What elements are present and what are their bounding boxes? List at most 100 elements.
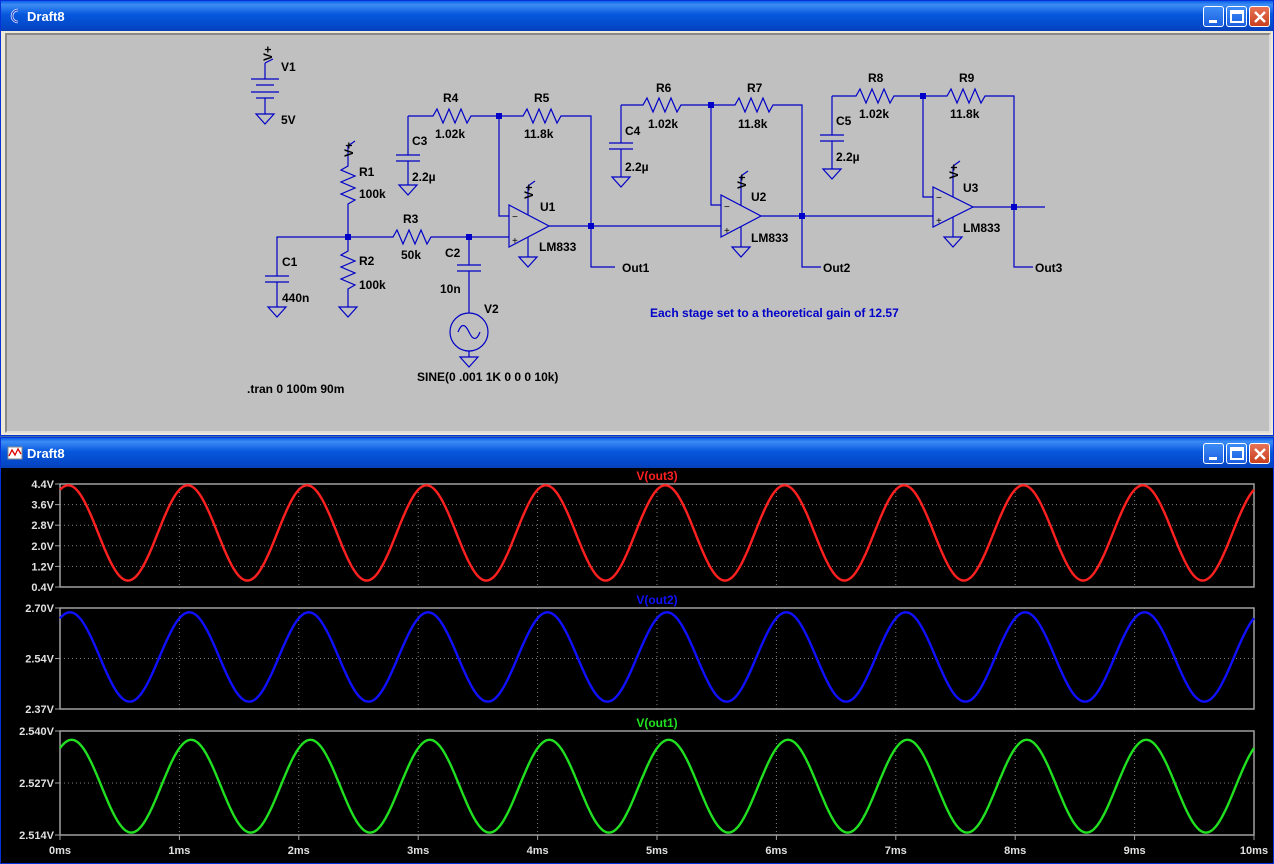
schematic-titlebar[interactable]: Draft8 xyxy=(1,1,1273,31)
label-r9-name: R9 xyxy=(959,71,975,85)
schematic-comment[interactable]: Each stage set to a theoretical gain of … xyxy=(650,306,899,320)
pane-frame[interactable] xyxy=(59,607,1255,710)
y-tick-label: 1.2V xyxy=(31,561,54,573)
schematic-app-icon xyxy=(10,8,19,24)
svg-text:−: − xyxy=(724,202,730,213)
minimize-icon xyxy=(1209,457,1217,460)
svg-text:−: − xyxy=(936,193,942,204)
maximize-icon xyxy=(1230,447,1244,460)
opamp-u2[interactable] xyxy=(720,194,763,238)
minimize-button[interactable] xyxy=(1203,6,1224,27)
label-r7-name: R7 xyxy=(747,81,763,95)
label-r3-value: 50k xyxy=(401,248,421,262)
trace-vout2[interactable] xyxy=(59,611,1255,703)
x-tick-label: 2ms xyxy=(288,845,310,857)
label-r2-name: R2 xyxy=(359,254,375,268)
x-tick-label: 10ms xyxy=(1240,845,1268,857)
y-tick-label: 2.54V xyxy=(25,654,54,666)
x-tick-label: 5ms xyxy=(646,845,668,857)
label-r5-name: R5 xyxy=(534,91,550,105)
trace-title[interactable]: V(out3) xyxy=(636,469,677,483)
label-c1-value: 440n xyxy=(282,291,309,305)
trace-title[interactable]: V(out2) xyxy=(636,593,677,607)
pane-frame[interactable] xyxy=(59,483,1255,588)
resistor-r4[interactable] xyxy=(408,107,499,125)
close-button[interactable] xyxy=(1249,6,1270,27)
x-tick-label: 3ms xyxy=(407,845,429,857)
label-c5-name: C5 xyxy=(836,114,852,128)
plot-titlebar[interactable]: Draft8 xyxy=(1,438,1273,468)
y-tick-label: 4.4V xyxy=(31,479,54,491)
label-r8-value: 1.02k xyxy=(859,107,889,121)
label-c5-value: 2.2µ xyxy=(836,150,860,164)
y-tick-label: 2.70V xyxy=(25,603,54,615)
svg-text:+: + xyxy=(936,216,942,227)
resistor-r3[interactable] xyxy=(348,228,469,246)
maximize-button[interactable] xyxy=(1226,6,1247,27)
plot-window-title: Draft8 xyxy=(27,446,65,461)
plot-maximize-button[interactable] xyxy=(1226,443,1247,464)
x-tick-label: 0ms xyxy=(49,845,71,857)
label-u2-value: LM833 xyxy=(751,231,789,245)
schematic-canvas[interactable]: −+ −+ −+ V1 5V V+ R1 100k V+ R2 100k C1 … xyxy=(5,33,1271,433)
battery-v1[interactable] xyxy=(251,58,279,125)
label-v2-name: V2 xyxy=(484,302,499,316)
svg-text:−: − xyxy=(512,212,518,223)
y-tick-label: 2.514V xyxy=(19,830,55,842)
waveform-app-icon xyxy=(7,446,23,460)
label-c1-name: C1 xyxy=(282,255,298,269)
resistor-r7[interactable] xyxy=(711,96,821,268)
label-r3-name: R3 xyxy=(403,212,419,226)
y-tick-label: 0.4V xyxy=(31,582,54,594)
trace-title[interactable]: V(out1) xyxy=(636,716,677,730)
plot-minimize-button[interactable] xyxy=(1203,443,1224,464)
label-r5-value: 11.8k xyxy=(524,127,554,141)
resistor-r5[interactable] xyxy=(499,107,615,268)
x-tick-label: 6ms xyxy=(765,845,787,857)
svg-text:+: + xyxy=(512,236,518,247)
spice-directive[interactable]: .tran 0 100m 90m xyxy=(247,382,344,396)
resistor-r2[interactable] xyxy=(339,237,357,307)
y-tick-label: 2.8V xyxy=(31,520,54,532)
close-icon xyxy=(1254,11,1266,23)
y-tick-label: 2.540V xyxy=(19,726,55,738)
x-tick-label: 8ms xyxy=(1004,845,1026,857)
x-tick-label: 7ms xyxy=(885,845,907,857)
plot-close-button[interactable] xyxy=(1249,443,1270,464)
label-c4-value: 2.2µ xyxy=(625,160,649,174)
label-u2-name: U2 xyxy=(751,190,767,204)
trace-vout3[interactable] xyxy=(59,484,1255,582)
label-c3-value: 2.2µ xyxy=(412,170,436,184)
schematic-window-title: Draft8 xyxy=(27,9,65,24)
resistor-r1[interactable] xyxy=(339,161,357,237)
label-v1-value: 5V xyxy=(281,113,296,127)
trace-vout1[interactable] xyxy=(59,738,1255,834)
label-c2-name: C2 xyxy=(445,246,461,260)
label-r8-name: R8 xyxy=(868,71,884,85)
label-u1-value: LM833 xyxy=(539,240,577,254)
label-out1: Out1 xyxy=(622,261,650,275)
label-u3-name: U3 xyxy=(963,181,979,195)
label-u3-net: V+ xyxy=(947,164,961,179)
label-c2-value: 10n xyxy=(440,282,461,296)
resistor-r8[interactable] xyxy=(832,87,923,105)
label-r1-net: V+ xyxy=(342,142,356,157)
schematic-drawing[interactable]: −+ −+ −+ V1 5V V+ R1 100k V+ R2 100k C1 … xyxy=(7,35,1269,431)
label-v1-net: V+ xyxy=(261,46,275,61)
label-out3: Out3 xyxy=(1035,261,1063,275)
label-u3-value: LM833 xyxy=(963,221,1001,235)
y-tick-label: 2.0V xyxy=(31,541,54,553)
opamp-u1[interactable] xyxy=(508,204,551,248)
label-v1-name: V1 xyxy=(281,60,296,74)
resistor-r6[interactable] xyxy=(621,96,711,114)
label-v2-value: SINE(0 .001 1K 0 0 0 10k) xyxy=(417,370,558,384)
label-r4-name: R4 xyxy=(443,91,459,105)
maximize-icon xyxy=(1230,10,1244,23)
resistor-r9[interactable] xyxy=(923,87,1033,268)
label-u1-name: U1 xyxy=(540,200,556,214)
label-out2: Out2 xyxy=(823,261,851,275)
label-u1-net: V+ xyxy=(522,184,536,199)
close-icon xyxy=(1254,448,1266,460)
waveform-plots[interactable]: 4.4V3.6V2.8V2.0V1.2V0.4VV(out3)2.70V2.54… xyxy=(1,468,1273,863)
